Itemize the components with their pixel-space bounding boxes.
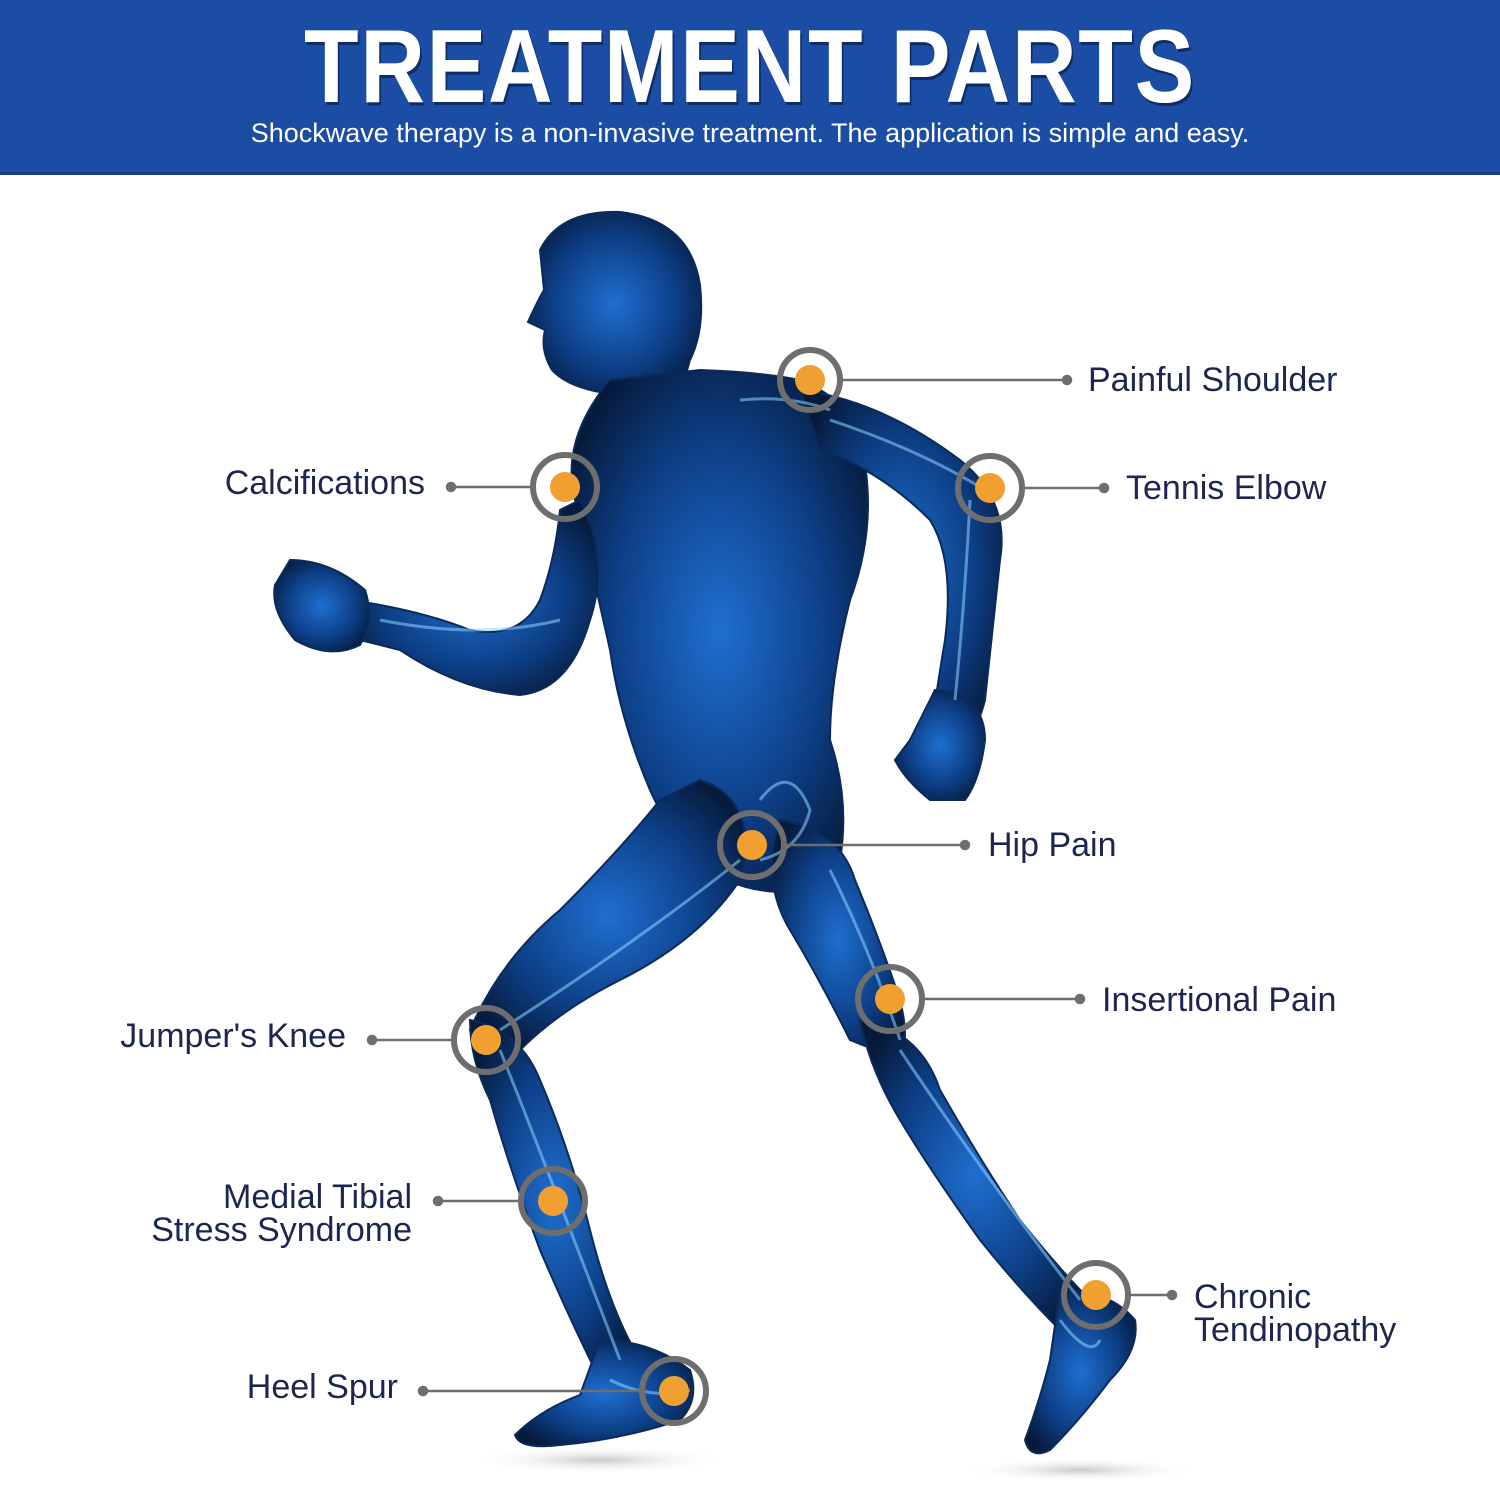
label-tennis-elbow: Tennis Elbow bbox=[1126, 469, 1327, 507]
label-heel-spur: Heel Spur bbox=[246, 1368, 398, 1406]
label-painful-shoulder: Painful Shoulder bbox=[1088, 361, 1338, 399]
bone-highlights bbox=[379, 397, 1102, 1395]
leader-lines bbox=[366, 374, 1178, 1397]
marker-medial-tibial[interactable] bbox=[518, 1166, 588, 1236]
label-hip-pain: Hip Pain bbox=[988, 826, 1117, 864]
label-chronic-tendinopathy-line2: Tendinopathy bbox=[1194, 1311, 1397, 1349]
marker-hip-pain[interactable] bbox=[717, 810, 787, 880]
label-chronic-tendinopathy-line1: Chronic bbox=[1194, 1278, 1312, 1316]
header-banner: TREATMENT PARTS Shockwave therapy is a n… bbox=[0, 0, 1500, 175]
label-medial-tibial-line2: Stress Syndrome bbox=[151, 1211, 412, 1249]
marker-chronic-tendinopathy[interactable] bbox=[1061, 1260, 1131, 1330]
body-silhouette bbox=[273, 210, 1137, 1455]
label-medial-tibial-line1: Medial Tibial bbox=[223, 1178, 412, 1216]
marker-calcifications[interactable] bbox=[530, 452, 600, 522]
label-jumpers-knee: Jumper's Knee bbox=[120, 1017, 346, 1055]
marker-jumpers-knee[interactable] bbox=[451, 1005, 521, 1075]
label-insertional-pain: Insertional Pain bbox=[1102, 981, 1337, 1019]
marker-heel-spur[interactable] bbox=[639, 1356, 709, 1426]
page-subtitle: Shockwave therapy is a non-invasive trea… bbox=[250, 118, 1250, 148]
marker-insertional-pain[interactable] bbox=[855, 964, 925, 1034]
marker-painful-shoulder[interactable] bbox=[777, 347, 843, 413]
label-calcifications: Calcifications bbox=[224, 464, 425, 502]
floor-shadow-right bbox=[960, 1458, 1200, 1482]
page-title: TREATMENT PARTS bbox=[303, 9, 1196, 125]
floor-shadow-left bbox=[470, 1446, 730, 1474]
marker-tennis-elbow[interactable] bbox=[955, 453, 1025, 523]
